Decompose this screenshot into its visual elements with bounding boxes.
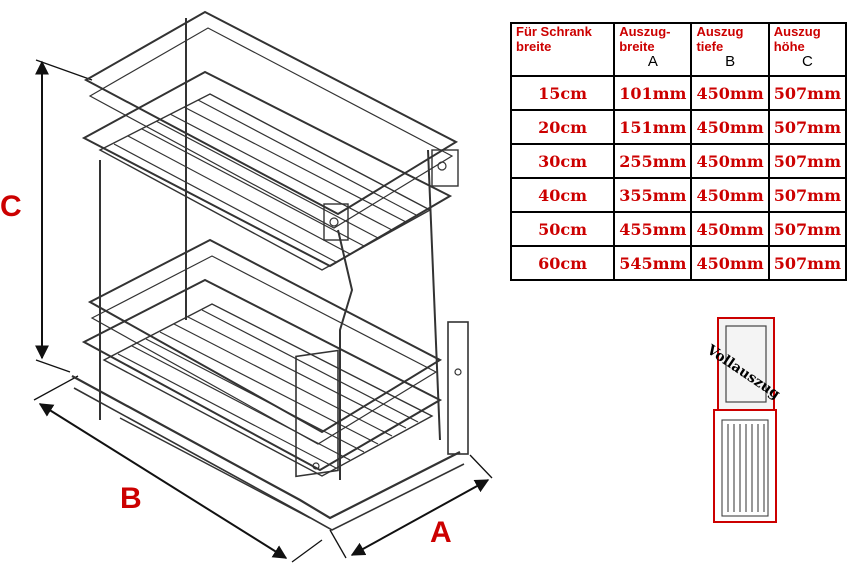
table-row: 50cm 455mm 450mm 507mm (509, 211, 847, 247)
cell-hoehe: 507mm (767, 211, 847, 247)
basket-frame (71, 10, 469, 531)
cell-hoehe: 507mm (767, 75, 847, 111)
dimension-line-b (33, 375, 323, 563)
cell-tiefe: 450mm (690, 109, 770, 145)
header-auszug-tiefe: Auszug tiefe B (690, 22, 770, 77)
cell-schrank: 30cm (509, 143, 616, 179)
cell-schrank: 15cm (509, 75, 616, 111)
cell-hoehe: 507mm (767, 177, 847, 213)
header-auszug-breite: Auszug-breite A (613, 22, 693, 77)
cell-tiefe: 450mm (690, 245, 770, 281)
cell-tiefe: 450mm (690, 143, 770, 179)
dimension-line-a (329, 454, 493, 559)
header-sub-c: C (801, 53, 813, 70)
cell-tiefe: 450mm (690, 75, 770, 111)
cell-breite: 355mm (613, 177, 693, 213)
table-row: 20cm 151mm 450mm 507mm (509, 109, 847, 145)
cell-breite: 151mm (613, 109, 693, 145)
table-header-row: Für Schrank breite Auszug-breite A Auszu… (509, 22, 847, 77)
cell-hoehe: 507mm (767, 109, 847, 145)
dimension-table: Für Schrank breite Auszug-breite A Auszu… (509, 22, 847, 281)
cell-hoehe: 507mm (767, 245, 847, 281)
cell-breite: 255mm (613, 143, 693, 179)
cell-schrank: 40cm (509, 177, 616, 213)
header-sub-a: A (647, 53, 658, 70)
dimension-label-a: A (430, 516, 452, 549)
cell-schrank: 20cm (509, 109, 616, 145)
dimension-line-c (35, 59, 93, 373)
cell-tiefe: 450mm (690, 211, 770, 247)
header-schrank-breite: Für Schrank breite (509, 22, 616, 77)
header-auszug-hoehe: Auszug höhe C (767, 22, 847, 77)
table-row: 60cm 545mm 450mm 507mm (509, 245, 847, 281)
dimension-label-c: C (0, 190, 22, 223)
table-row: 15cm 101mm 450mm 507mm (509, 75, 847, 111)
cell-hoehe: 507mm (767, 143, 847, 179)
cell-tiefe: 450mm (690, 177, 770, 213)
table-row: 40cm 355mm 450mm 507mm (509, 177, 847, 213)
cell-breite: 545mm (613, 245, 693, 281)
cell-breite: 455mm (613, 211, 693, 247)
dimension-label-b: B (120, 482, 142, 515)
cell-schrank: 60cm (509, 245, 616, 281)
cell-breite: 101mm (613, 75, 693, 111)
header-sub-b: B (725, 53, 736, 70)
cell-schrank: 50cm (509, 211, 616, 247)
table-row: 30cm 255mm 450mm 507mm (509, 143, 847, 179)
vollauszug-inset: Vollauszug (703, 317, 783, 523)
